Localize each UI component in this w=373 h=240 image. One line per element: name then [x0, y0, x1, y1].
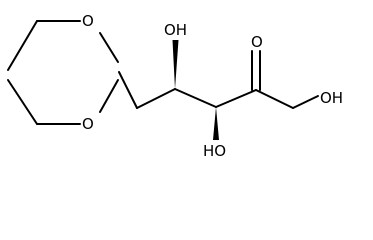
bond-c3-to-c4	[215, 89, 257, 108]
bond-ch2-to-c2	[136, 88, 176, 109]
ring-bond-o1-c2	[99, 32, 119, 63]
dioxane-ring	[7, 20, 119, 125]
hydroxyl-top-label: OH	[164, 21, 187, 39]
ring-bond-c5-c6	[7, 20, 38, 71]
bond-ring-to-ch2	[118, 71, 138, 109]
bond-c4-to-c5	[255, 89, 294, 109]
ring-oxygen-lower-label: O	[82, 115, 94, 133]
structural-formula: O O OH HO O OH	[7, 12, 343, 160]
hydroxyl-bottom-label: HO	[203, 142, 226, 160]
ring-bond-c2-o3	[99, 79, 119, 113]
carbonyl-oxygen-label: O	[251, 33, 263, 51]
bond-c2-to-c3	[174, 88, 217, 108]
ring-bond-c4-c5	[7, 79, 38, 125]
ring-oxygen-upper-label: O	[82, 12, 94, 30]
wedge-bond-c3-oh	[213, 107, 219, 140]
wedge-bond-c2-oh	[172, 40, 179, 89]
bond-c5-to-oh	[292, 95, 319, 109]
hydroxyl-right-label: OH	[320, 89, 343, 107]
